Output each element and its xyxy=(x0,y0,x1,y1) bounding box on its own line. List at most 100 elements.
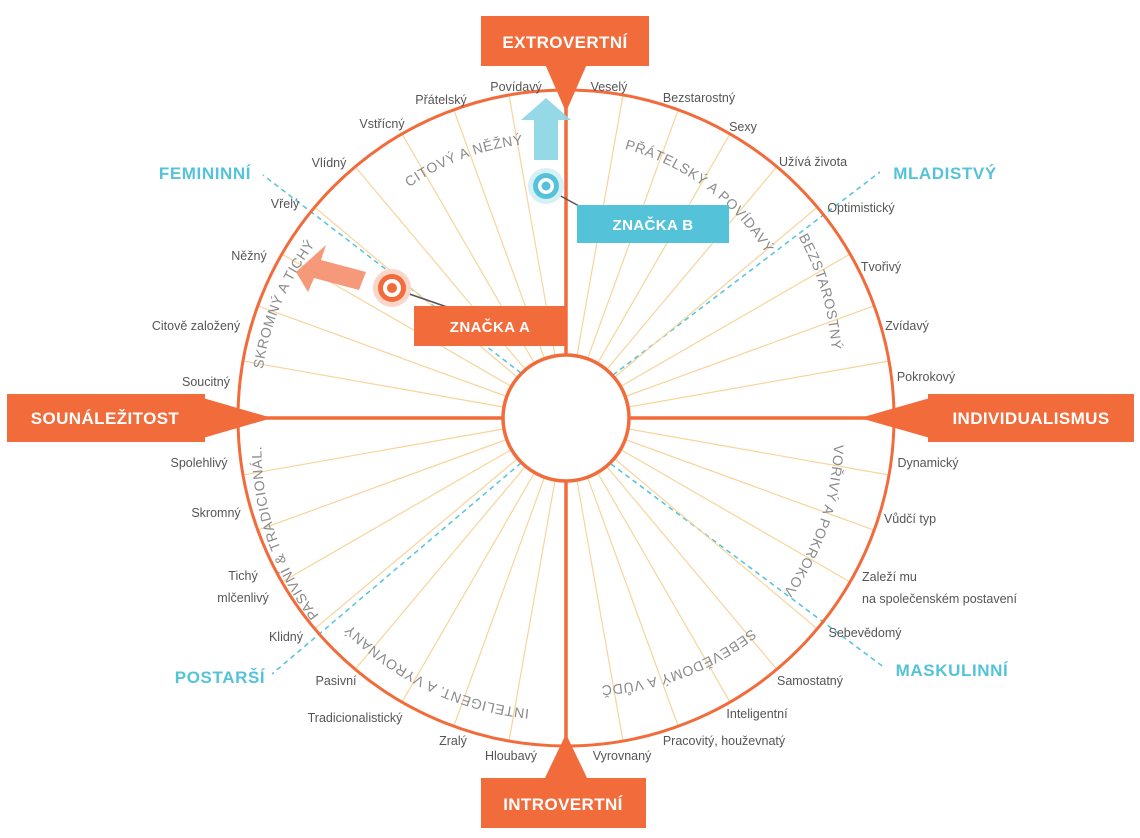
center-circle xyxy=(501,353,631,483)
trait-label-line: Citově založený xyxy=(152,319,241,333)
axis-label-bottom: INTROVERTNÍ xyxy=(503,795,623,814)
spoke-line xyxy=(242,360,505,408)
marker-b[interactable]: ZNAČKA B xyxy=(521,98,729,243)
trait-label-line: Veselý xyxy=(591,80,629,94)
spoke-line xyxy=(624,305,875,398)
trait-label-line: Sexy xyxy=(729,120,758,134)
trait-label-line: Klidný xyxy=(269,630,304,644)
segment-label-bottom-right: SEBEVĚDOMÝ A VŮDČÍ xyxy=(0,0,759,699)
spoke-line xyxy=(453,476,546,727)
axis-top-banner: EXTROVERTNÍ xyxy=(481,16,649,112)
trait-label-skromny: Skromný xyxy=(191,506,241,520)
diagonal-label-elderly: POSTARŠÍ xyxy=(175,668,266,687)
spoke-line xyxy=(257,305,508,398)
trait-label-dynamicky: Dynamický xyxy=(897,456,959,470)
spoke-line xyxy=(624,438,875,531)
spokes xyxy=(242,94,890,742)
spoke-line xyxy=(576,479,624,742)
trait-label-line: Pokrokový xyxy=(897,370,956,384)
trait-label-inteligentni: Inteligentní xyxy=(726,707,788,721)
spoke-line xyxy=(606,465,778,670)
spoke-line xyxy=(401,472,536,703)
diagonal-label-masculine: MASKULINNÍ xyxy=(896,661,1009,680)
diagonal-labels: FEMININNÍ MLADISTVÝ POSTARŠÍ MASKULINNÍ xyxy=(159,164,1009,687)
trait-label-tvorivy: Tvořivý xyxy=(861,260,902,274)
marker-b-label: ZNAČKA B xyxy=(613,216,694,234)
trait-label-povidavy: Povídavý xyxy=(490,80,542,94)
trait-label-line: Povídavý xyxy=(490,80,542,94)
spoke-line xyxy=(257,438,508,531)
trait-label-line: Skromný xyxy=(191,506,241,520)
marker-a-arrow-icon xyxy=(296,245,366,292)
trait-label-line: Vřelý xyxy=(271,197,300,211)
axis-left-banner: SOUNÁLEŽITOST xyxy=(7,394,272,442)
spoke-line xyxy=(242,428,505,476)
trait-label-line: Dynamický xyxy=(897,456,959,470)
trait-label-line: Vlídný xyxy=(312,156,347,170)
trait-label-vyrovnany: Vyrovnaný xyxy=(593,749,652,763)
spoke-line xyxy=(314,458,519,630)
segment-label-top-left: CITOVÝ A NĚŽNÝ xyxy=(402,131,524,189)
trait-label-line: Inteligentní xyxy=(726,707,788,721)
target-icon xyxy=(373,269,411,307)
spoke-line xyxy=(627,360,890,408)
axis-label-left: SOUNÁLEŽITOST xyxy=(31,409,180,428)
trait-label-line: Zralý xyxy=(439,734,468,748)
spoke-line xyxy=(508,479,556,742)
segment-labels: CITOVÝ A NĚŽNÝ PŘÁTELSKÝ A POVÍDAVÝ BEZS… xyxy=(0,0,846,722)
marker-b-label-box xyxy=(577,205,729,243)
trait-label-sexy: Sexy xyxy=(729,120,758,134)
trait-label-vudci-typ: Vůdčí typ xyxy=(884,512,936,526)
spoke-line xyxy=(613,206,818,378)
segment-label-right-upper: BEZSTAROSTNÝ xyxy=(796,231,845,351)
spoke-line xyxy=(596,133,731,364)
trait-label-sebevedomy: Sebevědomý xyxy=(829,626,903,640)
axis-label-top: EXTROVERTNÍ xyxy=(502,33,628,52)
trait-label-line: Tvořivý xyxy=(861,260,902,274)
trait-label-hloubavy: Hloubavý xyxy=(485,749,538,763)
trait-label-soucitny: Soucitný xyxy=(182,375,231,389)
trait-label-line: Spolehlivý xyxy=(171,456,229,470)
trait-label-tradicionalisticky: Tradicionalistický xyxy=(308,711,403,725)
trait-label-nezny: Něžný xyxy=(231,249,267,263)
trait-label-vesely: Veselý xyxy=(591,80,629,94)
spoke-line xyxy=(586,476,679,727)
trait-label-zraly: Zralý xyxy=(439,734,468,748)
diagonal-label-youthful: MLADISTVÝ xyxy=(893,164,997,183)
spoke-line xyxy=(613,458,818,630)
trait-label-samostatny: Samostatný xyxy=(777,674,844,688)
trait-label-line: Něžný xyxy=(231,249,267,263)
marker-a-label-box xyxy=(414,306,566,346)
spoke-line xyxy=(314,206,519,378)
trait-label-line: Tradicionalistický xyxy=(308,711,403,725)
trait-label-line: na společenském postavení xyxy=(862,592,1017,606)
trait-label-line: Soucitný xyxy=(182,375,231,389)
trait-label-klidny: Klidný xyxy=(269,630,304,644)
trait-label-line: Bezstarostný xyxy=(663,91,736,105)
trait-label-vstricny: Vstřícný xyxy=(359,117,405,131)
trait-label-bezstarostny: Bezstarostný xyxy=(663,91,736,105)
trait-label-zalezi-mu: Zaleží mu na společenském postavení xyxy=(862,570,1017,606)
trait-label-line: Vyrovnaný xyxy=(593,749,652,763)
spoke-line xyxy=(620,448,851,583)
axis-label-right: INDIVIDUALISMUS xyxy=(952,409,1109,428)
trait-label-line: Vůdčí typ xyxy=(884,512,936,526)
trait-label-line: Pracovitý, houževnatý xyxy=(663,734,786,748)
marker-a[interactable]: ZNAČKA A xyxy=(296,245,566,346)
trait-label-citove-zalozeny: Citově založený xyxy=(152,319,241,333)
segment-label-bottom-left: INTELIGENT. A VYROVNANÝ xyxy=(341,622,530,722)
trait-label-pratelsky: Přátelský xyxy=(415,93,467,107)
spoke-line xyxy=(620,253,851,388)
trait-label-line: Zaleží mu xyxy=(862,570,917,584)
trait-label-line: Tichý xyxy=(228,569,258,583)
spoke-line xyxy=(627,428,890,476)
trait-label-line: Sebevědomý xyxy=(829,626,903,640)
trait-label-vrely: Vřelý xyxy=(271,197,300,211)
axis-bottom-banner: INTROVERTNÍ xyxy=(481,734,646,828)
spoke-line xyxy=(354,465,526,670)
trait-label-vlidny: Vlídný xyxy=(312,156,347,170)
target-icon xyxy=(528,168,564,204)
